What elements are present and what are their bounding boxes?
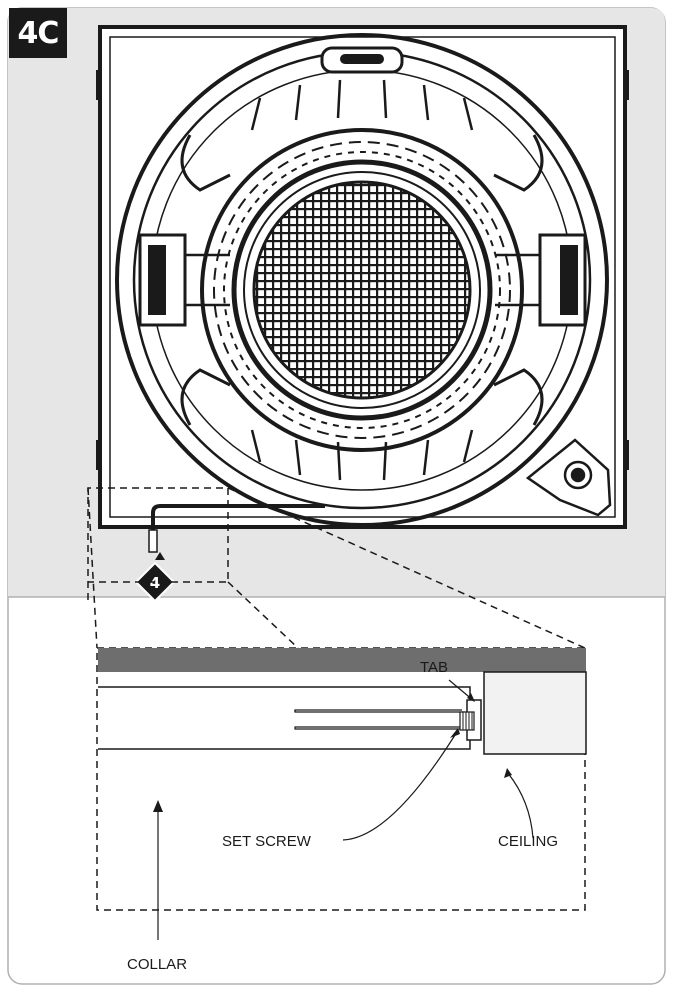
inner-ring (200, 128, 524, 452)
speaker-ring (115, 33, 609, 527)
speaker-grill (252, 180, 472, 400)
allen-wrench (148, 504, 325, 553)
collar (98, 686, 471, 750)
ceiling-block (483, 671, 587, 755)
zoom-lines (87, 487, 586, 649)
enlarged-view (96, 647, 587, 940)
set-screw (459, 711, 475, 731)
collar-label: COLLAR (127, 956, 188, 973)
tab-label: TAB (420, 659, 449, 676)
ceiling-bar (98, 648, 586, 672)
step-marker-label: 4 (150, 574, 160, 592)
ceiling-label: CEILING (498, 833, 559, 850)
set-screw-label: SET SCREW (222, 833, 311, 850)
step-badge: 4C (9, 8, 67, 58)
step-4-marker: 4 (134, 552, 176, 603)
mounting-tab (525, 438, 612, 517)
